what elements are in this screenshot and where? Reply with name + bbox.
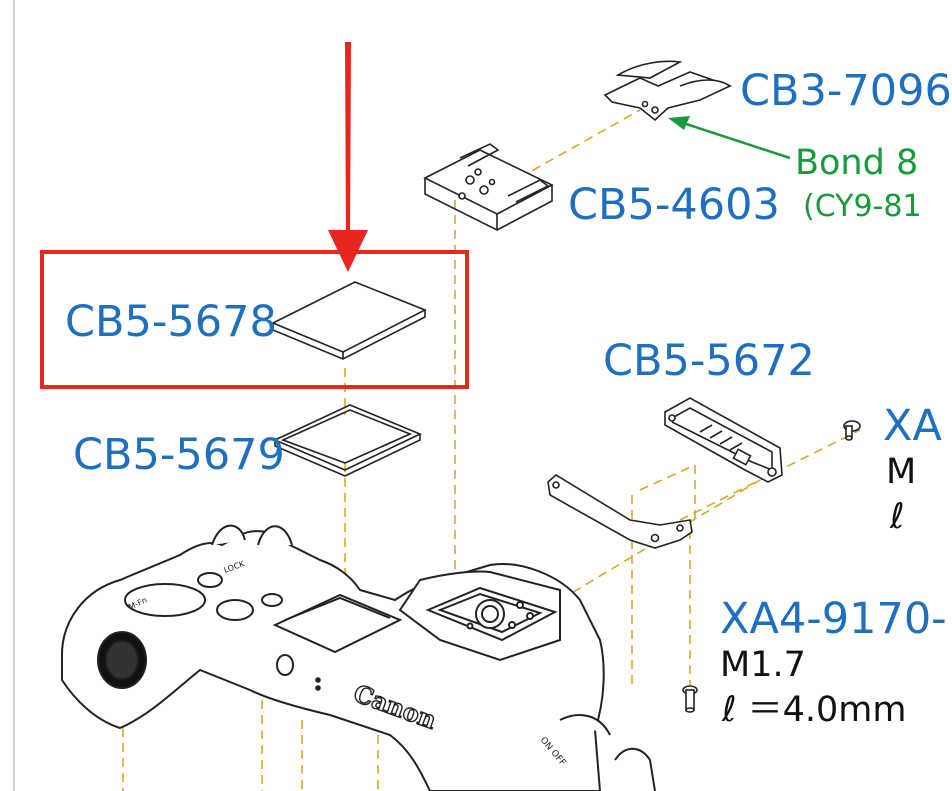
label-cb3-7096: CB3-7096 bbox=[740, 66, 952, 116]
label-xa-top: XA bbox=[883, 401, 942, 451]
bond-pointer-arrow bbox=[668, 116, 791, 160]
label-xa4-l: ℓ ＝4.0mm bbox=[722, 690, 907, 730]
label-xa4-m: M1.7 bbox=[720, 645, 806, 685]
lever-arm bbox=[547, 474, 693, 549]
screw-icon-lower bbox=[682, 685, 698, 713]
clip-cb3-7096 bbox=[603, 60, 733, 122]
label-cb5-4603: CB5-4603 bbox=[568, 180, 780, 230]
label-cb5-5672: CB5-5672 bbox=[603, 336, 815, 386]
highlight-box bbox=[40, 250, 469, 389]
gasket-cb5-5679 bbox=[273, 404, 422, 477]
screw-icon bbox=[843, 420, 861, 441]
exploded-parts-diagram: Canon LOCK M-Fn ON OFF bbox=[13, 0, 861, 791]
label-cb5-5679: CB5-5679 bbox=[73, 430, 285, 480]
hinge-cb5-5672 bbox=[664, 397, 783, 483]
label-bond: Bond 8 bbox=[795, 143, 919, 183]
bracket-cb5-4603 bbox=[423, 143, 554, 232]
label-bond-code: (CY9-81 bbox=[803, 189, 922, 224]
top-cover-body bbox=[61, 524, 656, 791]
plate-cb5-5678 bbox=[271, 281, 427, 360]
label-cb5-5678: CB5-5678 bbox=[65, 297, 277, 347]
label-xa-top-l: ℓ bbox=[890, 497, 905, 537]
red-down-arrow-icon bbox=[328, 42, 368, 272]
label-xa-top-m: M bbox=[886, 452, 917, 492]
label-xa4-9170: XA4-9170- bbox=[720, 594, 947, 644]
